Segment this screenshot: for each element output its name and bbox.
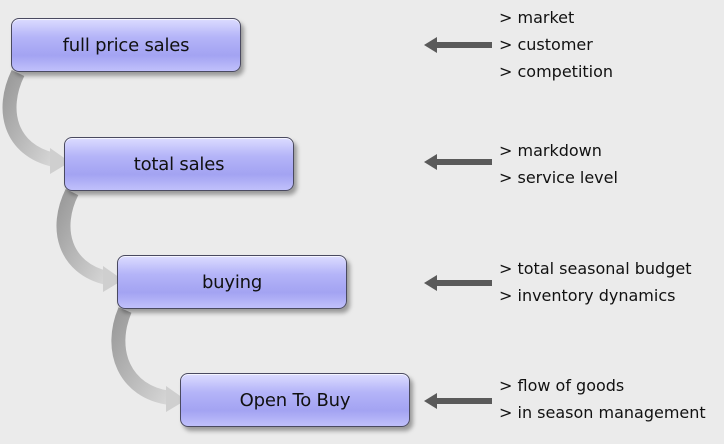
step-label: buying (201, 271, 263, 293)
factor-item: > in season management (499, 403, 706, 422)
step-full-price-sales: full price sales (11, 18, 241, 72)
factor-list-open-to-buy: > flow of goods > in season management (499, 372, 706, 426)
step-open-to-buy: Open To Buy (180, 373, 410, 427)
left-arrow-icon (424, 154, 492, 170)
factor-item: > customer (499, 35, 593, 54)
step-total-sales: total sales (64, 137, 294, 191)
left-arrow-icon (424, 393, 492, 409)
left-arrow-icon (424, 275, 492, 291)
factor-item: > total seasonal budget (499, 259, 692, 278)
left-arrow-icon (424, 37, 492, 53)
connector-2-icon (56, 188, 123, 292)
connector-1-icon (2, 69, 70, 174)
factor-item: > service level (499, 168, 618, 187)
step-label: full price sales (62, 34, 190, 56)
factor-item: > inventory dynamics (499, 286, 676, 305)
factor-item: > competition (499, 62, 614, 81)
factor-item: > flow of goods (499, 376, 625, 395)
step-label: Open To Buy (239, 389, 351, 411)
step-buying: buying (117, 255, 347, 309)
factor-item: > market (499, 8, 575, 27)
factor-list-full-price-sales: > market > customer > competition (499, 4, 613, 85)
factor-item: > markdown (499, 141, 602, 160)
step-label: total sales (133, 153, 225, 175)
factor-list-buying: > total seasonal budget > inventory dyna… (499, 255, 691, 309)
factor-list-total-sales: > markdown > service level (499, 137, 618, 191)
connector-3-icon (111, 307, 186, 412)
